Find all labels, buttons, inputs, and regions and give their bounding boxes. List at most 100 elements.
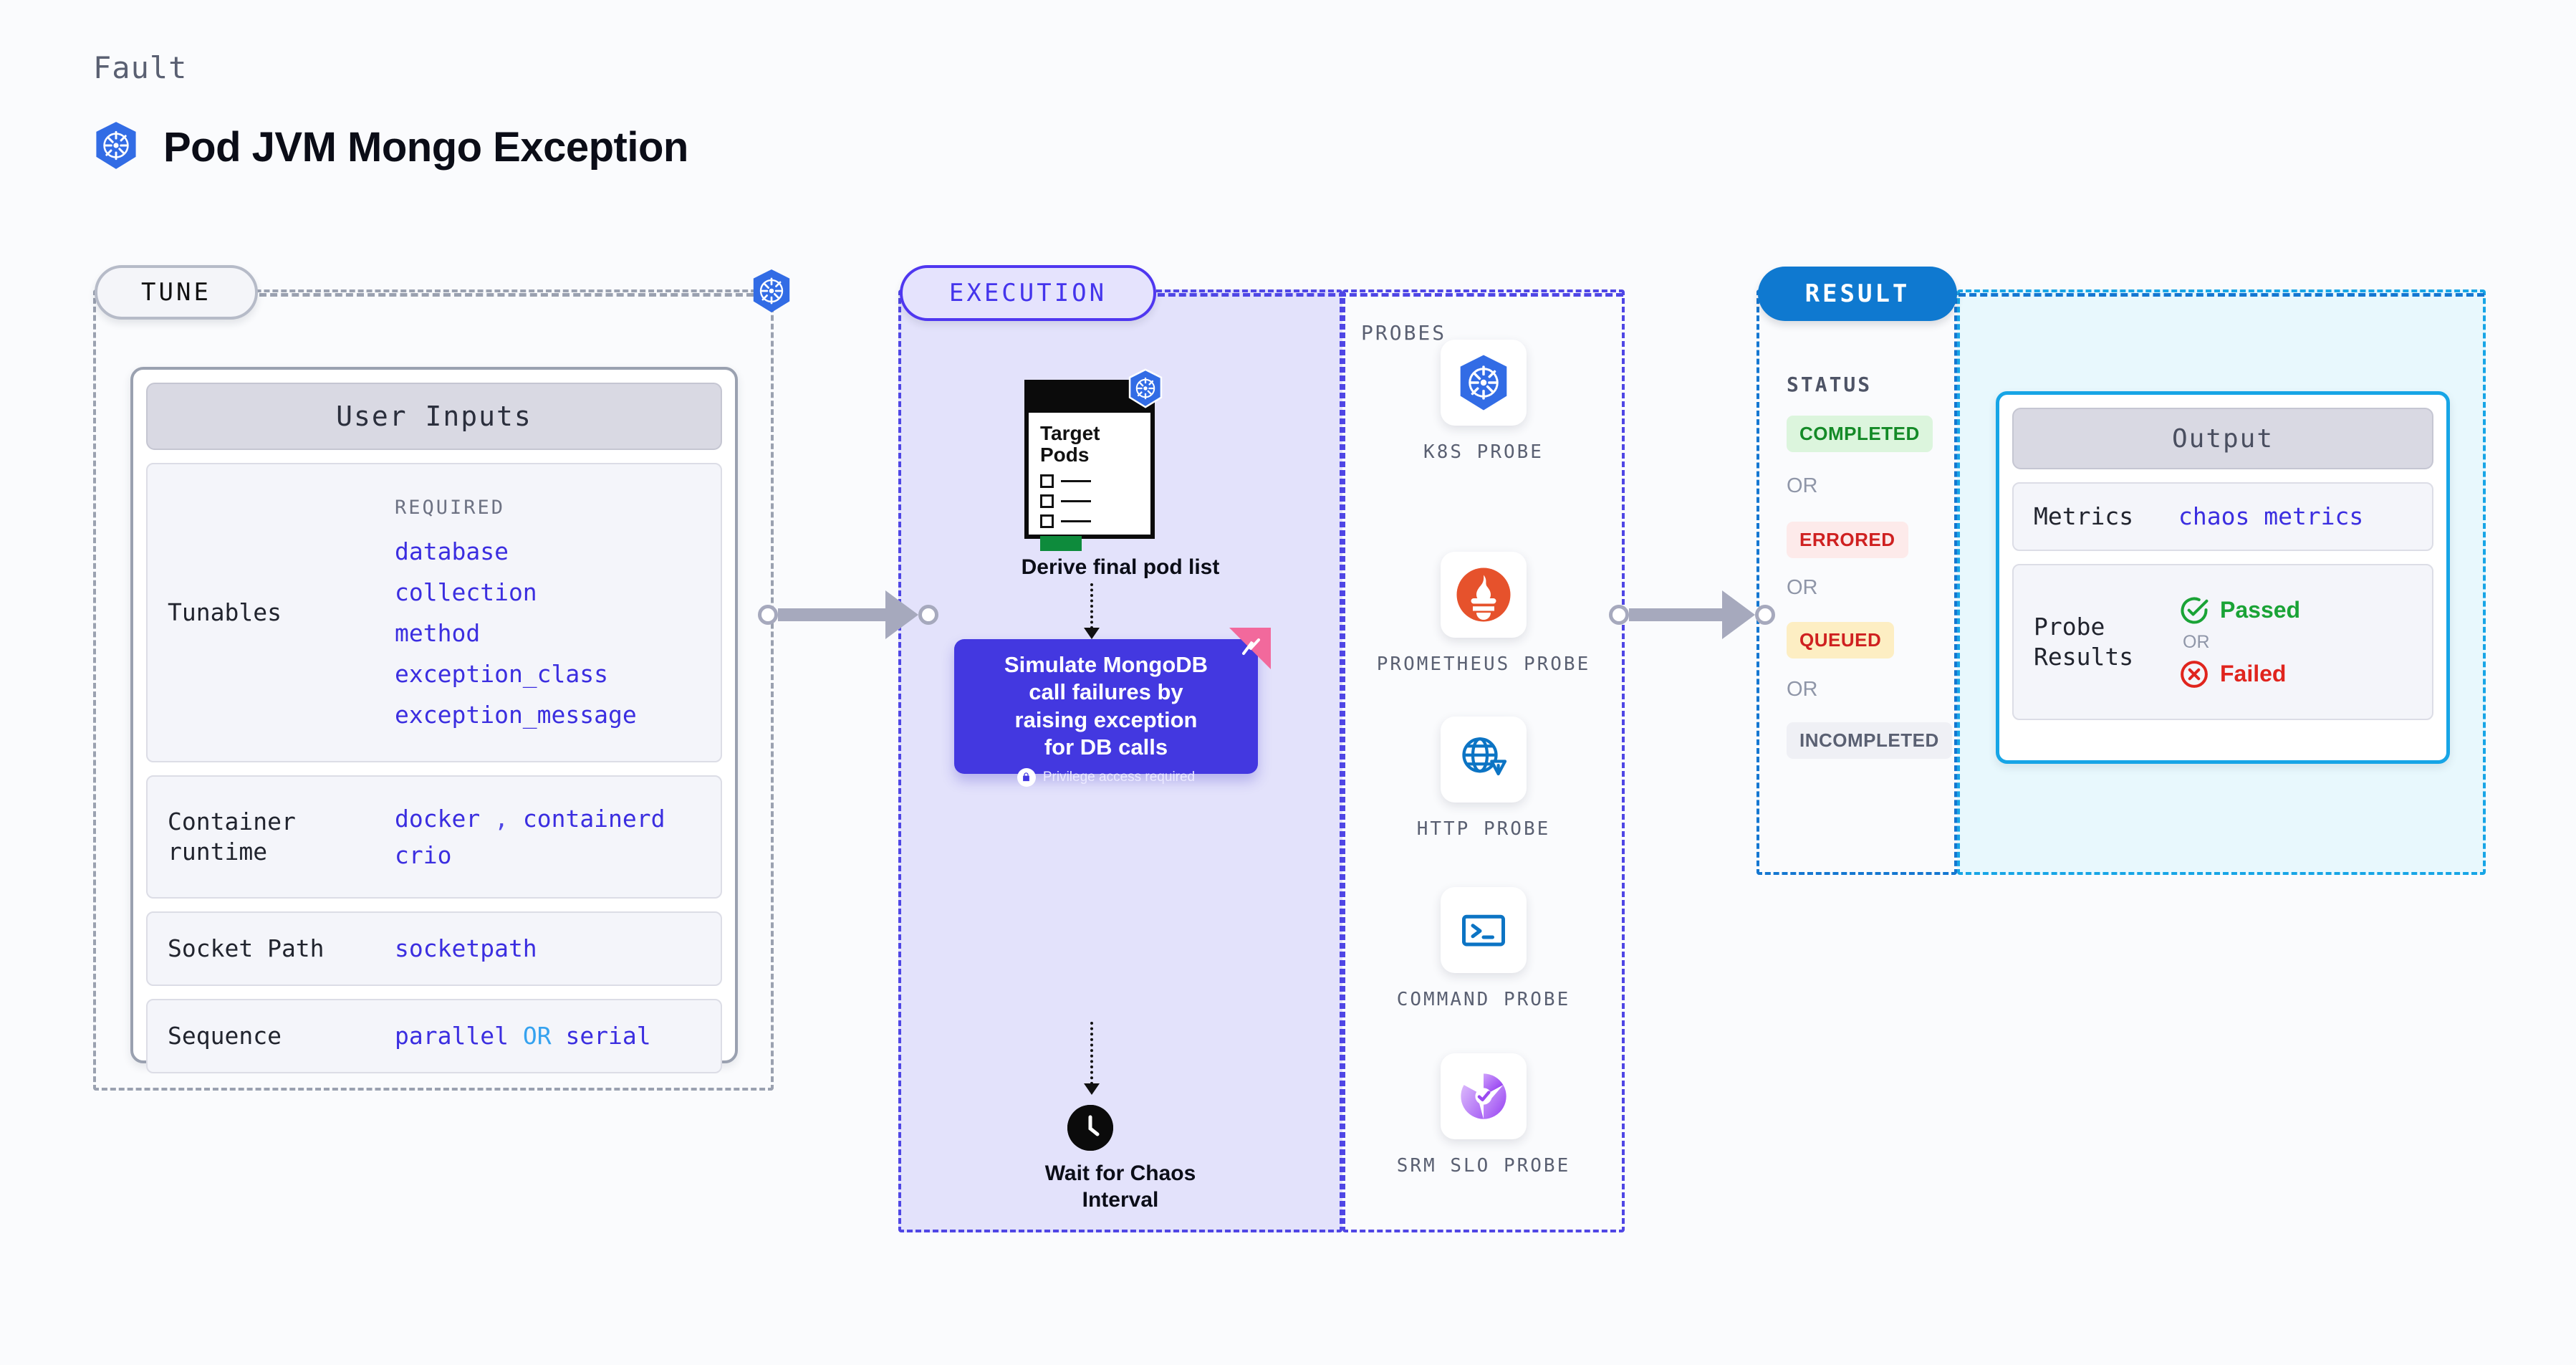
line-icon [1061, 480, 1091, 483]
connector-end-dot [1755, 605, 1775, 625]
derive-pod-list-caption: Derive final pod list [1021, 555, 1220, 579]
target-pods-title-line2: Pods [1040, 444, 1090, 466]
execution-rail [1158, 293, 1623, 297]
probe-label: HTTP PROBE [1416, 818, 1551, 840]
flow-connector [1090, 1022, 1093, 1085]
checklist-item [1040, 494, 1150, 509]
page-title: Pod JVM Mongo Exception [163, 124, 688, 171]
metrics-label: Metrics [2034, 502, 2134, 530]
progress-bar-icon [1040, 536, 1082, 552]
chaos-fault-icon [1229, 628, 1271, 669]
connector-bar [1629, 608, 1722, 621]
status-or-1: OR [1787, 474, 1818, 497]
sequence-label: Sequence [168, 1021, 282, 1050]
tunables-values: REQUIRED database collection method exce… [395, 497, 637, 729]
sequence-parallel: parallel [395, 1022, 509, 1050]
wait-caption-line2: Interval [1082, 1187, 1159, 1212]
tunable-item: database [395, 537, 509, 565]
checkbox-icon [1040, 474, 1054, 489]
probes-title: PROBES [1361, 321, 1447, 345]
probe-prometheus[interactable]: PROMETHEUS PROBE [1342, 552, 1625, 676]
status-badge-queued: QUEUED [1787, 622, 1895, 658]
x-circle-icon [2181, 660, 2208, 688]
target-pods-document: Target Pods [1024, 380, 1155, 552]
connector-start-dot [758, 605, 778, 625]
sequence-row: Sequence parallel OR serial [146, 999, 722, 1073]
tunables-label: Tunables [168, 598, 282, 626]
failed-label: Failed [2220, 661, 2287, 686]
status-badge-incompleted: INCOMPLETED [1787, 722, 1952, 759]
output-header: Output [2012, 408, 2433, 469]
tab-result[interactable]: RESULT [1758, 267, 1957, 321]
clock-icon [1067, 1105, 1113, 1151]
line-icon [1061, 500, 1091, 503]
socket-path-label: Socket Path [168, 934, 325, 962]
socket-path-value: socketpath [395, 934, 537, 963]
metrics-row: Metrics chaos metrics [2012, 482, 2433, 551]
line-icon [1061, 520, 1091, 523]
action-text-line1: Simulate MongoDB [1004, 652, 1208, 677]
connector-start-dot [1609, 605, 1629, 625]
status-or-3: OR [1787, 678, 1818, 701]
connector-tune-to-execution [758, 590, 938, 639]
checklist-item [1040, 514, 1150, 529]
fault-eyebrow: Fault [93, 50, 188, 85]
probe-results-values: Passed OR Failed [2178, 595, 2300, 690]
checkbox-icon [1040, 514, 1054, 529]
probe-k8s[interactable]: K8S PROBE [1342, 340, 1625, 464]
probe-http[interactable]: HTTP PROBE [1342, 717, 1625, 841]
tune-region [93, 289, 774, 1091]
execution-flow: Target Pods [898, 289, 1342, 1232]
required-label: REQUIRED [395, 497, 506, 519]
action-node[interactable]: Simulate MongoDB call failures by raisin… [954, 628, 1271, 787]
probe-srm-slo[interactable]: SRM SLO PROBE [1342, 1053, 1625, 1178]
socket-path-row: Socket Path socketpath [146, 911, 722, 986]
sequence-separator: OR [522, 1022, 552, 1050]
probe-command[interactable]: COMMAND PROBE [1342, 887, 1625, 1012]
tab-execution[interactable]: EXECUTION [900, 265, 1156, 321]
action-text-line3: raising exception [1014, 707, 1198, 732]
privilege-note-text: Privilege access required [1042, 769, 1196, 785]
runtime-separator: , [494, 804, 509, 833]
privilege-note: Privilege access required [954, 767, 1258, 787]
kubernetes-icon [1126, 368, 1165, 412]
runtime-crio: crio [395, 841, 452, 869]
metrics-value: chaos metrics [2178, 502, 2364, 531]
container-runtime-label: Container runtime [168, 807, 296, 866]
probe-results-or: OR [2183, 631, 2210, 652]
probe-label: K8S PROBE [1423, 441, 1544, 463]
container-runtime-values: docker , containerd crio [395, 800, 665, 873]
kubernetes-icon [1441, 340, 1527, 426]
terminal-icon [1441, 887, 1527, 973]
lock-icon [1017, 767, 1036, 787]
connector-bar [778, 608, 885, 621]
tunable-item: collection [395, 578, 537, 606]
status-badge-completed: COMPLETED [1787, 416, 1933, 452]
kubernetes-icon [749, 268, 794, 317]
user-inputs-card: User Inputs Tunables REQUIRED database c… [130, 367, 738, 1073]
probe-label: PROMETHEUS PROBE [1376, 653, 1591, 675]
container-runtime-row: Container runtime docker , containerd cr… [146, 775, 722, 899]
result-rail [1959, 293, 2484, 297]
tune-rail [259, 293, 754, 297]
wait-interval-caption: Wait for Chaos Interval [898, 1161, 1342, 1213]
connector-execution-to-result [1609, 590, 1775, 639]
flow-arrowhead [1084, 1083, 1100, 1095]
connector-end-dot [918, 605, 938, 625]
status-badge-errored: ERRORED [1787, 522, 1908, 558]
probe-label: SRM SLO PROBE [1396, 1155, 1571, 1177]
action-text-line4: for DB calls [1044, 734, 1168, 760]
kubernetes-icon [92, 120, 140, 174]
runtime-docker: docker [395, 804, 481, 833]
page-title-row: Pod JVM Mongo Exception [92, 120, 688, 174]
user-inputs-header: User Inputs [146, 383, 722, 450]
tunable-item: method [395, 619, 481, 647]
srm-slo-icon [1441, 1053, 1527, 1139]
tab-tune[interactable]: TUNE [95, 265, 258, 320]
probe-label: COMMAND PROBE [1396, 989, 1571, 1010]
flow-connector [1090, 583, 1093, 629]
